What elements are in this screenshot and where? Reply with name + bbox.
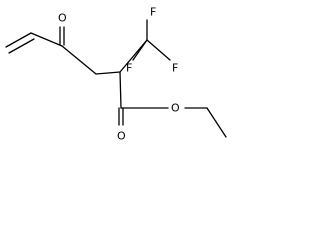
bond-vinyl-to-carbonyl-carbon xyxy=(30,32,63,47)
bond-carbonyl-to-ch2 xyxy=(61,45,97,75)
fluorine-label-top: F xyxy=(150,6,156,19)
ketone-oxygen-label: O xyxy=(58,12,67,25)
ester-oxygen-label: O xyxy=(171,102,180,115)
bond-ch2-to-ch xyxy=(95,71,121,75)
ketone-double-bond xyxy=(59,26,65,46)
fluorine-label-right: F xyxy=(172,62,178,75)
molecule-structure: O F F F O O xyxy=(5,6,227,143)
bond-ch-to-ester-carbon xyxy=(119,71,122,109)
ester-carbonyl-oxygen-label: O xyxy=(117,130,126,143)
ester-carbonyl-double-bond xyxy=(118,107,124,126)
fluorine-label-left: F xyxy=(126,62,132,75)
bond-c-f3 xyxy=(146,39,171,61)
bond-c-f2 xyxy=(132,39,148,61)
vinyl-double-bond xyxy=(5,32,35,54)
bond-ethyl-ch2-ch3 xyxy=(206,107,227,138)
